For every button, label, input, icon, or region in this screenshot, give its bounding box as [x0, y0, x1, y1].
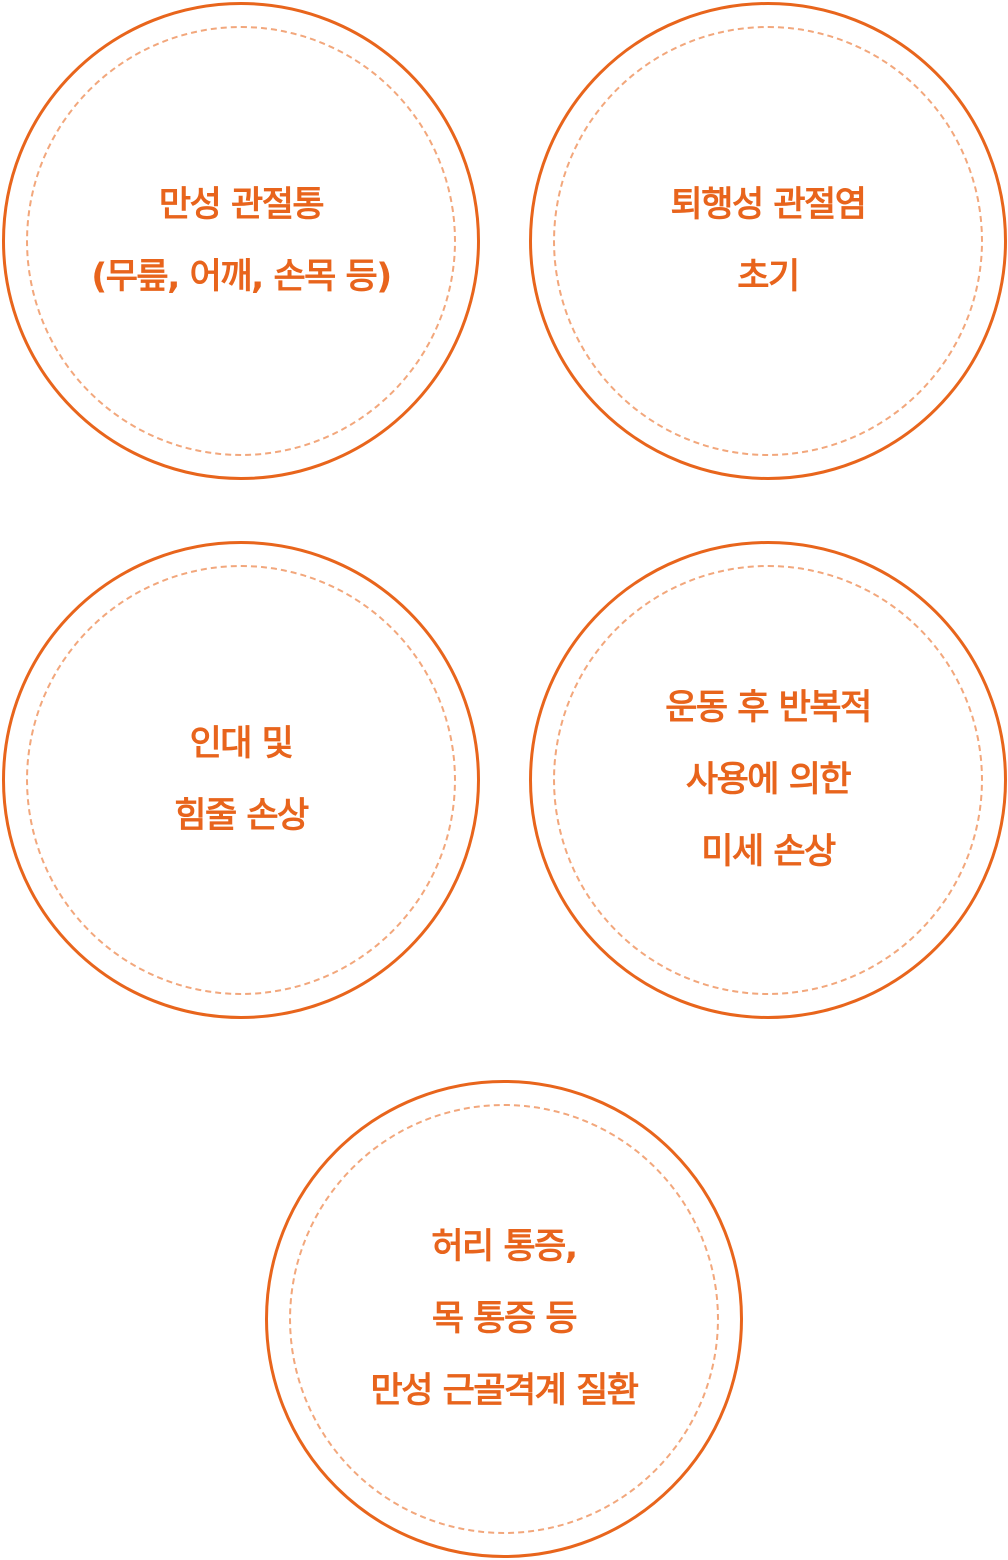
label-line: (무릎, 어깨, 손목 등) — [91, 257, 392, 297]
condition-label: 만성 관절통 (무릎, 어깨, 손목 등) — [5, 169, 477, 313]
dashed-ring — [553, 26, 983, 456]
label-line: 목 통증 등 — [431, 1299, 578, 1339]
label-line: 인대 및 — [189, 724, 294, 764]
condition-circle-micro-damage: 운동 후 반복적 사용에 의한 미세 손상 — [529, 541, 1007, 1019]
dashed-ring — [26, 26, 456, 456]
label-line: 운동 후 반복적 — [665, 688, 872, 728]
condition-circle-chronic-joint-pain: 만성 관절통 (무릎, 어깨, 손목 등) — [2, 2, 480, 480]
dashed-ring — [553, 565, 983, 995]
label-line: 퇴행성 관절염 — [670, 185, 867, 225]
label-line: 만성 근골격계 질환 — [370, 1371, 639, 1411]
condition-label: 퇴행성 관절염 초기 — [532, 169, 1004, 313]
label-line: 사용에 의한 — [685, 760, 852, 800]
condition-label: 인대 및 힘줄 손상 — [5, 708, 477, 852]
condition-circle-early-osteoarthritis: 퇴행성 관절염 초기 — [529, 2, 1007, 480]
condition-circle-ligament-tendon-injury: 인대 및 힘줄 손상 — [2, 541, 480, 1019]
label-line: 힘줄 손상 — [174, 796, 309, 836]
condition-circle-chronic-musculoskeletal: 허리 통증, 목 통증 등 만성 근골격계 질환 — [265, 1080, 743, 1558]
label-line: 허리 통증, — [431, 1227, 578, 1267]
label-line: 미세 손상 — [701, 832, 836, 872]
dashed-ring — [26, 565, 456, 995]
condition-label: 운동 후 반복적 사용에 의한 미세 손상 — [532, 672, 1004, 888]
dashed-ring — [289, 1104, 719, 1534]
label-line: 초기 — [737, 257, 800, 297]
condition-label: 허리 통증, 목 통증 등 만성 근골격계 질환 — [268, 1211, 740, 1427]
label-line: 만성 관절통 — [158, 185, 325, 225]
